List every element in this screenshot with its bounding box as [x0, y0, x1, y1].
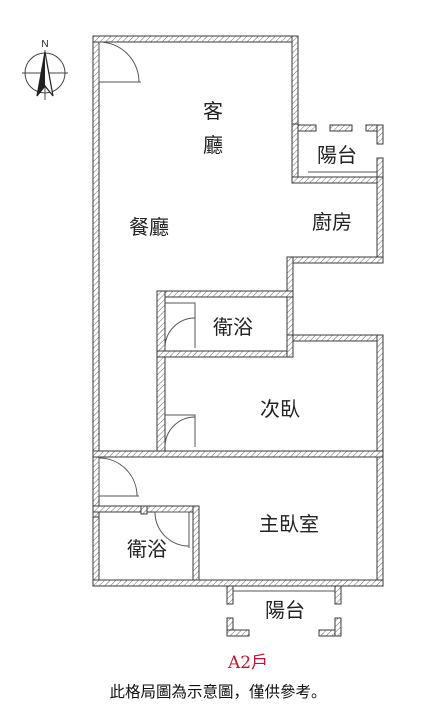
balcony-bottom-label: 陽台: [265, 598, 305, 622]
balcony-top-label: 陽台: [317, 143, 357, 167]
second-bedroom-label: 次臥: [260, 397, 300, 421]
walls: [92, 35, 384, 587]
disclaimer-note: 此格局圖為示意圖，僅供參考。: [109, 682, 326, 701]
compass-icon: N: [22, 39, 68, 100]
balcony-bottom-parapet: [226, 585, 342, 637]
balcony-top-parapet: [297, 124, 384, 178]
living-room-label-1: 客: [203, 99, 223, 123]
living-room-label-2: 廳: [203, 133, 223, 157]
doors: [98, 41, 196, 548]
kitchen-label: 廚房: [312, 210, 352, 234]
unit-label: A2戶: [227, 653, 268, 673]
master-bedroom-label: 主臥室: [259, 512, 319, 536]
bathroom-lower-label: 衛浴: [127, 537, 167, 561]
bathroom-upper-label: 衛浴: [213, 315, 253, 339]
compass-north-label: N: [41, 39, 48, 50]
dining-room-label: 餐廳: [129, 215, 169, 239]
